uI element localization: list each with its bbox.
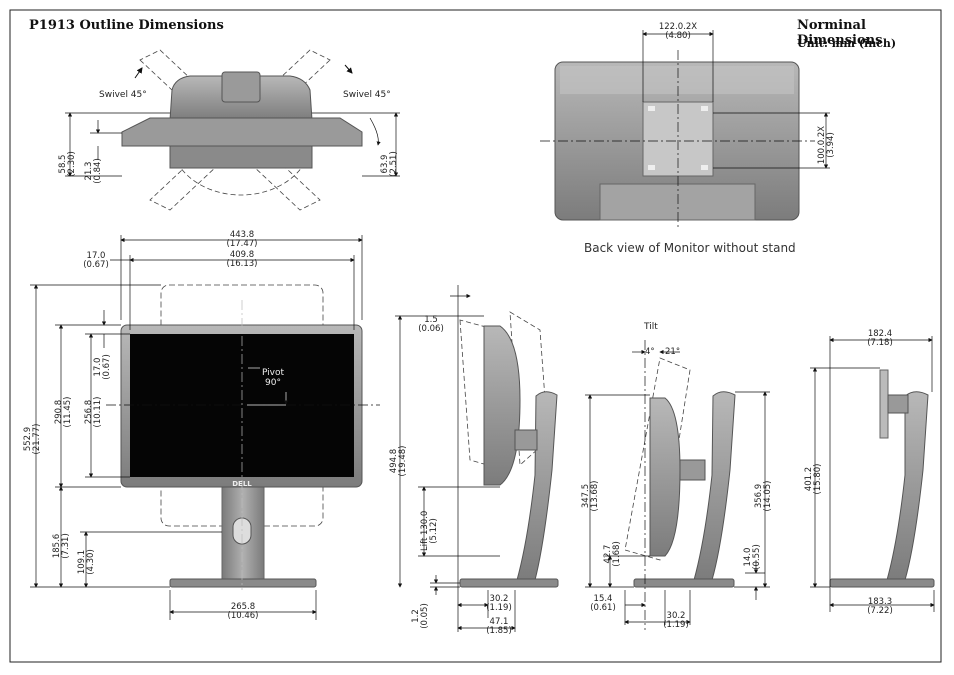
tilt-back-angle: 4° [645, 347, 655, 357]
dim-183-3: 183.3(7.22) [867, 597, 893, 616]
dim-100: 100.0.2X(3.94) [817, 125, 836, 165]
dim-122: 122.0.2X(4.80) [658, 22, 698, 41]
tilt-label: Tilt [644, 322, 658, 332]
page-title: P1913 Outline Dimensions [29, 18, 224, 33]
unit-label: Unit: mm (inch) [797, 37, 897, 50]
back-view-caption: Back view of Monitor without stand [584, 241, 796, 255]
dim-290-8: 290.8(11.45) [54, 396, 73, 428]
dim-42-7: 42.7(1.68) [603, 541, 622, 567]
side-view-lift [395, 285, 559, 632]
dim-443-8: 443.8(17.47) [226, 230, 258, 249]
dim-14-0: 14.0(0.55) [743, 544, 762, 570]
dim-1-2: 1.2(0.05) [411, 603, 430, 629]
dim-58-5: 58.5(2.30) [58, 151, 77, 177]
sheet-border [9, 9, 942, 663]
page-subtitle: Norminal Dimensions [797, 18, 883, 48]
side-view-no-panel [810, 336, 935, 612]
top-view [65, 49, 400, 211]
front-view [30, 235, 380, 620]
dim-401-2: 401.2(15.80) [804, 463, 823, 495]
dim-21-3: 21.3(0.84) [84, 158, 103, 184]
dim-182-4: 182.4(7.18) [867, 329, 893, 348]
dim-30-2-a: 30.2(1.19) [486, 594, 512, 613]
dim-347-5: 347.5(13.68) [581, 480, 600, 512]
dim-494-8: 494.8(19.48) [389, 445, 408, 477]
dim-1-5: 1.5(0.06) [418, 315, 444, 334]
dim-17-0-vertical: 17.0(0.67) [93, 354, 112, 380]
dim-109-1: 109.1(4.30) [77, 549, 96, 575]
dim-63-9: 63.9(2.51) [380, 151, 399, 177]
swivel-right-label: Swivel 45° [343, 90, 391, 100]
dim-256-8: 256.8(10.11) [84, 396, 103, 428]
dim-356-9: 356.9(14.05) [754, 480, 773, 512]
dim-15-4: 15.4(0.61) [590, 594, 616, 613]
dell-logo: DELL [232, 480, 252, 488]
dim-265-8: 265.8(10.46) [227, 602, 259, 621]
dim-17-0-horizontal: 17.0(0.67) [83, 251, 109, 270]
dim-552-9: 552.9(21.77) [23, 423, 42, 455]
tilt-forward-angle: 21° [665, 347, 681, 357]
dim-30-2-b: 30.2(1.19) [663, 611, 689, 630]
swivel-left-label: Swivel 45° [99, 90, 147, 100]
dim-47-1: 47.1(1.85) [486, 617, 512, 636]
back-view [540, 30, 830, 230]
side-view-tilt [585, 340, 770, 630]
dim-185-6: 185.6(7.31) [52, 533, 71, 559]
dim-130: Lift 130.0(5.12) [420, 510, 439, 551]
dim-409-8: 409.8(16.13) [226, 250, 258, 269]
